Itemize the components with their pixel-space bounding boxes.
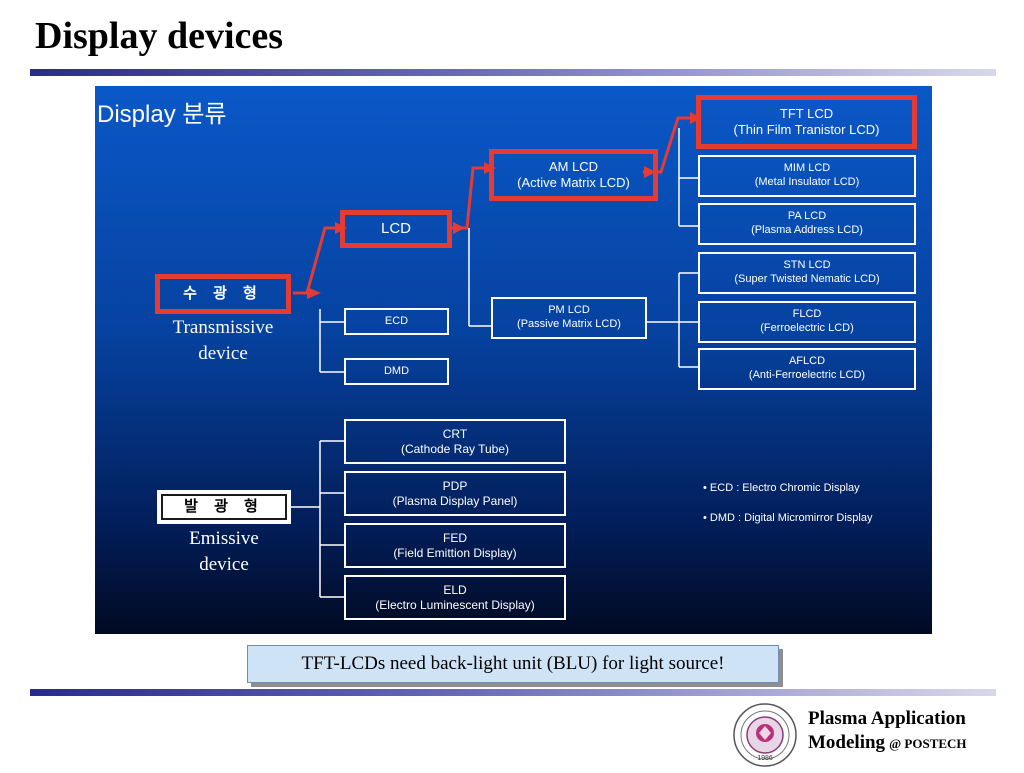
pdp-title: PDP xyxy=(442,478,468,493)
postech-seal-logo: 1986 xyxy=(732,702,798,768)
footer-line2-small: @ POSTECH xyxy=(889,735,967,751)
footer-line2-main: Modeling xyxy=(808,731,886,753)
emissive-node: 발 광 형 xyxy=(157,490,291,524)
footer-credit: Plasma Application Modeling @ POSTECH xyxy=(808,707,967,755)
footer-line1: Plasma Application xyxy=(808,708,966,729)
crt-node: CRT (Cathode Ray Tube) xyxy=(344,419,566,464)
ecd-node: ECD xyxy=(344,308,449,335)
tft-lcd-title: TFT LCD xyxy=(779,105,834,121)
aflcd-title: AFLCD xyxy=(788,355,826,368)
blu-callout: TFT-LCDs need back-light unit (BLU) for … xyxy=(247,645,779,683)
aflcd-node: AFLCD (Anti-Ferroelectric LCD) xyxy=(698,348,916,390)
pm-lcd-title: PM LCD xyxy=(548,304,590,317)
mim-lcd-node: MIM LCD (Metal Insulator LCD) xyxy=(698,155,916,197)
aflcd-subtitle: (Anti-Ferroelectric LCD) xyxy=(748,369,866,381)
dmd-node: DMD xyxy=(344,358,449,385)
logo-year: 1986 xyxy=(757,755,773,762)
ecd-note: • ECD : Electro Chromic Display xyxy=(703,482,860,494)
footer-divider xyxy=(30,689,996,696)
tft-lcd-node: TFT LCD (Thin Film Tranistor LCD) xyxy=(696,95,917,149)
crt-subtitle: (Cathode Ray Tube) xyxy=(400,441,510,456)
pa-lcd-node: PA LCD (Plasma Address LCD) xyxy=(698,203,916,245)
crt-title: CRT xyxy=(442,426,468,441)
fed-node: FED (Field Emittion Display) xyxy=(344,523,566,568)
connector-lines xyxy=(291,112,702,598)
am-lcd-subtitle: (Active Matrix LCD) xyxy=(517,175,630,190)
title-divider xyxy=(30,69,996,76)
slide-title: Display devices xyxy=(35,15,284,57)
flcd-node: FLCD (Ferroelectric LCD) xyxy=(698,301,916,343)
flcd-subtitle: (Ferroelectric LCD) xyxy=(760,322,854,334)
panel-title: Display 분류 xyxy=(97,101,227,128)
pa-lcd-subtitle: (Plasma Address LCD) xyxy=(751,224,863,236)
emissive-label: Emissive device xyxy=(157,526,291,577)
emissive-label-line1: Emissive xyxy=(189,528,259,549)
transmissive-label: Transmissive device xyxy=(155,315,291,366)
classification-diagram: Display 분류 수 광 형 Transmissive device LCD… xyxy=(95,86,932,634)
transmissive-label-line2: device xyxy=(198,342,248,364)
pdp-subtitle: (Plasma Display Panel) xyxy=(392,493,518,508)
stn-lcd-node: STN LCD (Super Twisted Nematic LCD) xyxy=(698,252,916,294)
mim-lcd-title: MIM LCD xyxy=(783,162,831,175)
eld-node: ELD (Electro Luminescent Display) xyxy=(344,575,566,620)
pdp-node: PDP (Plasma Display Panel) xyxy=(344,471,566,516)
am-lcd-title: AM LCD xyxy=(548,158,599,174)
mim-lcd-subtitle: (Metal Insulator LCD) xyxy=(754,176,860,188)
pa-lcd-title: PA LCD xyxy=(787,210,827,223)
fed-title: FED xyxy=(443,530,467,545)
dmd-note: • DMD : Digital Micromirror Display xyxy=(703,512,873,524)
transmissive-node: 수 광 형 xyxy=(155,274,291,314)
eld-title: ELD xyxy=(443,582,467,597)
stn-lcd-subtitle: (Super Twisted Nematic LCD) xyxy=(734,273,880,285)
emissive-label-line2: device xyxy=(199,553,249,575)
flcd-title: FLCD xyxy=(792,308,822,321)
eld-subtitle: (Electro Luminescent Display) xyxy=(375,597,535,612)
am-lcd-node: AM LCD (Active Matrix LCD) xyxy=(489,149,658,201)
fed-subtitle: (Field Emittion Display) xyxy=(393,545,517,560)
pm-lcd-subtitle: (Passive Matrix LCD) xyxy=(517,318,621,330)
stn-lcd-title: STN LCD xyxy=(783,259,831,272)
pm-lcd-node: PM LCD (Passive Matrix LCD) xyxy=(491,297,647,339)
tft-lcd-subtitle: (Thin Film Tranistor LCD) xyxy=(733,122,880,137)
lcd-node: LCD xyxy=(340,210,452,248)
transmissive-label-line1: Transmissive xyxy=(172,317,274,338)
